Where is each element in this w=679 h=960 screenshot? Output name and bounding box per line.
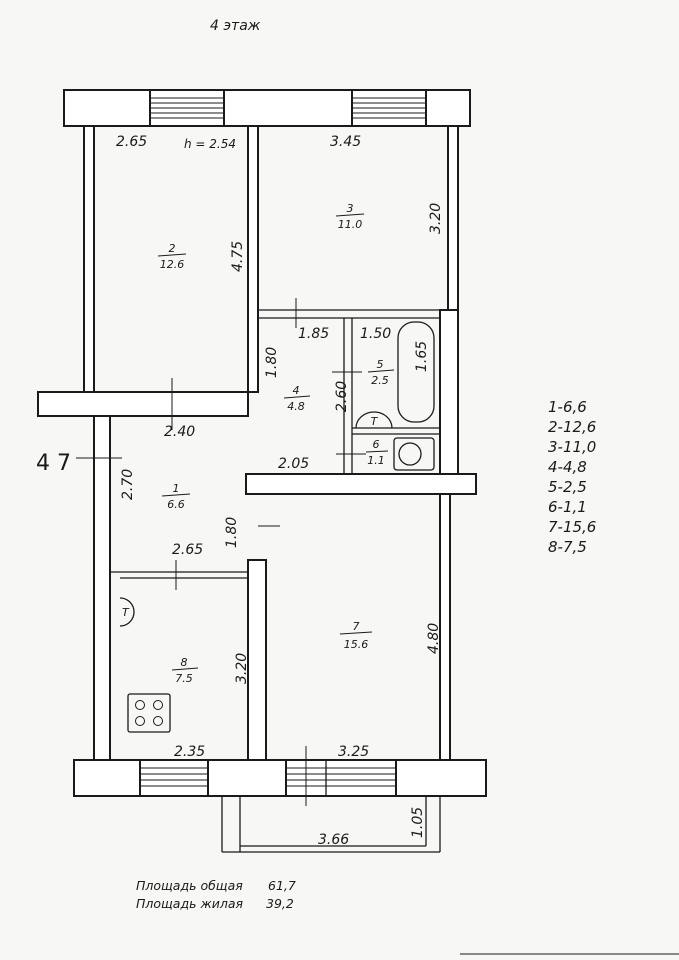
legend-item: 7-15,6	[548, 518, 596, 536]
bottom-wall	[73, 759, 487, 797]
room-4-label: 4 4.8	[283, 384, 311, 413]
dim-balcony-depth: 1.05	[410, 807, 426, 838]
heater-symbol-label: Т	[122, 606, 130, 619]
svg-text:2: 2	[169, 242, 176, 255]
svg-text:5: 5	[377, 358, 384, 371]
svg-text:4.8: 4.8	[287, 400, 305, 413]
toilet-symbol-label: Т	[371, 415, 379, 428]
svg-text:12.6: 12.6	[160, 258, 185, 271]
room-5-label: 5 2.5	[367, 358, 395, 387]
room-8-label: 8 7.5	[171, 656, 199, 685]
water-heater-icon: Т	[119, 597, 135, 627]
legend-item: 8-7,5	[548, 538, 587, 556]
dim-r1-door: 1.80	[224, 517, 240, 548]
top-wall	[63, 89, 471, 127]
svg-text:4: 4	[293, 384, 300, 397]
room-7-label: 7 15.6	[339, 620, 373, 651]
legend-item: 6-1,1	[548, 498, 587, 516]
dim-r8-length: 3.20	[234, 653, 250, 684]
svg-text:1: 1	[173, 482, 180, 495]
dim-r5-width: 1.50	[360, 326, 391, 342]
svg-text:3: 3	[347, 202, 354, 215]
dim-r8-width: 2.35	[174, 744, 205, 760]
dim-r3-width: 3.45	[330, 134, 361, 150]
dimension-labels: 2.65 4.75 3.45 3.20 1.85 1.80 1.50 2.60 …	[116, 134, 444, 848]
toilet-icon: Т	[355, 411, 393, 429]
total-area-label: Площадь общая	[136, 878, 243, 893]
legend-item: 4-4,8	[548, 458, 587, 476]
svg-text:6: 6	[373, 438, 380, 451]
legend-item: 3-11,0	[548, 438, 596, 456]
floor-title: 4 этаж	[210, 18, 261, 34]
dimension-marks	[76, 298, 366, 806]
svg-text:11.0: 11.0	[338, 218, 363, 231]
legend-item: 5-2,5	[548, 478, 587, 496]
dim-r1-width-bottom: 2.65	[172, 542, 203, 558]
svg-text:6.6: 6.6	[167, 498, 185, 511]
area-legend: 1-6,6 2-12,6 3-11,0 4-4,8 5-2,5 6-1,1 7-…	[548, 398, 596, 556]
legend-item: 2-12,6	[548, 418, 596, 436]
svg-text:15.6: 15.6	[344, 638, 369, 651]
sink-icon	[393, 437, 435, 471]
svg-text:1.1: 1.1	[367, 454, 385, 467]
dim-r4-height: 1.80	[264, 347, 280, 378]
room-1-label: 1 6.6	[161, 482, 191, 511]
dim-bath-length: 1.65	[414, 341, 430, 372]
svg-text:8: 8	[181, 656, 188, 669]
dim-r2-length: 4.75	[230, 241, 246, 272]
room-3-label: 3 11.0	[335, 202, 365, 231]
total-area-value: 61,7	[268, 878, 296, 893]
balcony	[221, 796, 441, 853]
dim-r7-width: 3.25	[338, 744, 369, 760]
room-6-label: 6 1.1	[365, 438, 389, 467]
legend-item: 1-6,6	[548, 398, 587, 416]
dim-r2-width: 2.65	[116, 134, 147, 150]
bathtub-icon	[397, 321, 435, 423]
dim-r7-length: 4.80	[426, 623, 442, 654]
ceiling-height: h = 2.54	[184, 137, 236, 151]
dim-r1-length: 2.70	[120, 469, 136, 500]
area-totals: Площадь общая 61,7 Площадь жилая 39,2	[136, 878, 296, 911]
stove-icon	[127, 693, 171, 733]
dim-balcony-width: 3.66	[318, 832, 349, 848]
room-2-label: 2 12.6	[157, 242, 187, 271]
living-area-label: Площадь жилая	[136, 896, 243, 911]
dim-corridor-width: 2.40	[164, 424, 195, 440]
svg-text:2.5: 2.5	[371, 374, 389, 387]
axis-label: 4 7	[36, 451, 71, 476]
dim-r4-width-bottom: 2.05	[278, 456, 309, 472]
living-area-value: 39,2	[266, 896, 294, 911]
dim-r4-width-top: 1.85	[298, 326, 329, 342]
dim-r5-length: 2.60	[334, 381, 350, 412]
svg-text:7: 7	[353, 620, 360, 633]
dim-r3-length: 3.20	[428, 203, 444, 234]
svg-text:7.5: 7.5	[175, 672, 193, 685]
